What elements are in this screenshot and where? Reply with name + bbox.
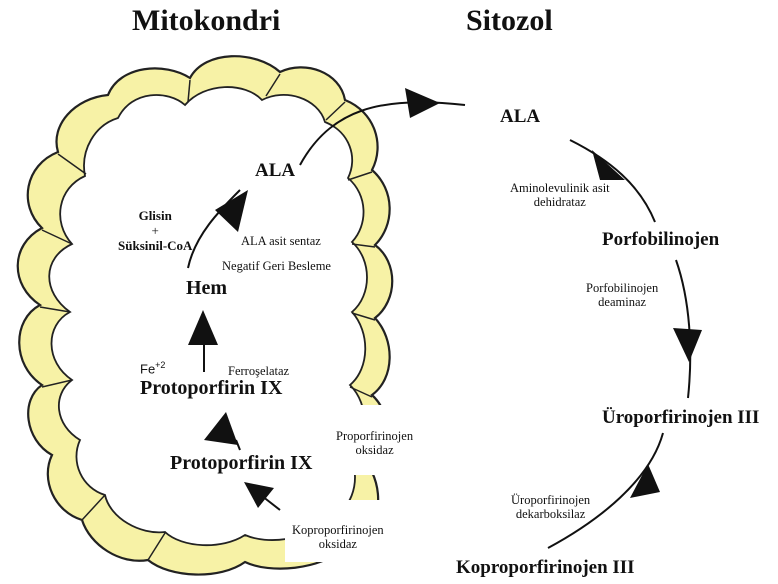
pbg-deaminase-label: Porfobilinojen deaminaz: [586, 281, 658, 310]
mitochondrion-crista: [39, 306, 71, 313]
mitochondrion-crista: [41, 229, 73, 245]
mitochondrion-crista: [349, 386, 373, 398]
ala-dehydratase-line2: dehidrataz: [533, 195, 586, 210]
ala-synthase-label: ALA asit sentaz: [241, 234, 321, 248]
coproporphyrinogen-oxidase-line1: Koproporfirinojen: [292, 523, 384, 537]
glycine-succinyl-label: Glisin + Süksinil-CoA: [118, 208, 193, 254]
proto-arrowhead: [204, 412, 238, 445]
mitochondrion-crista: [187, 79, 191, 103]
mito-ala-label: ALA: [255, 160, 296, 181]
protoporphyrin-ix-lower-label: Protoporfirin IX: [170, 452, 313, 474]
mitochondrion-crista: [147, 532, 166, 561]
ala-to-pbg-arrowhead: [592, 150, 625, 180]
protoporphyrinogen-oxidase-line2: oksidaz: [355, 443, 394, 458]
protoporphyrinogen-oxidase-label: Proporfirinojen oksidaz: [336, 429, 413, 458]
pbg-deaminase-line2: deaminaz: [598, 295, 647, 310]
heme-label: Hem: [186, 277, 228, 299]
porphobilinogen-label: Porfobilinojen: [602, 229, 720, 250]
protoporphyrinogen-oxidase-line1: Proporfirinojen: [336, 429, 414, 443]
uro-decarboxylase-line1: Üroporfirinojen: [511, 493, 591, 507]
pbg-to-uro-arrowhead: [673, 328, 702, 362]
succinyl-coa-label: Süksinil-CoA: [118, 237, 193, 253]
coproporphyrinogen-iii-label: Koproporfirinojen III: [456, 557, 635, 578]
uro-decarboxylase-line2: dekarboksilaz: [515, 507, 586, 522]
ala-export-arrowhead: [405, 88, 440, 118]
mitochondrion-crista: [325, 101, 346, 121]
ala-to-pbg-arrow-line: [569, 139, 656, 223]
pbg-deaminase-line1: Porfobilinojen: [586, 281, 659, 295]
protoporphyrin-ix-upper-label: Protoporfirin IX: [140, 377, 283, 399]
ala-dehydratase-line1: Aminolevulinik asit: [510, 181, 610, 195]
mitochondrion-crista: [41, 379, 73, 388]
mitochondrion-crista: [57, 153, 87, 175]
mitochondrion-crista: [351, 312, 376, 321]
ala-synthesis-arrow-line: [187, 189, 241, 269]
ala-dehydratase-label: Aminolevulinik asit dehidrataz: [510, 181, 610, 210]
negative-feedback-label: Negatif Geri Besleme: [222, 259, 331, 273]
uro-to-copro-arrowhead: [630, 464, 660, 498]
coproporphyrinogen-oxidase-label: Koproporfirinojen oksidaz: [292, 523, 384, 552]
mitochondrion-inner-membrane: [48, 86, 368, 547]
mitochondrion-crista: [81, 494, 106, 521]
pbg-to-uro-arrow-line: [675, 259, 692, 399]
cytosol-ala-label: ALA: [500, 106, 541, 127]
uroporphyrinogen-iii-label: Üroporfirinojen III: [602, 407, 760, 428]
fe-symbol: Fe: [140, 361, 156, 377]
uro-decarboxylase-label: Üroporfirinojen dekarboksilaz: [511, 493, 590, 522]
ala-synthesis-arrowhead: [215, 190, 248, 232]
heme-arrowhead: [188, 310, 218, 345]
cytosol-header: Sitozol: [466, 4, 553, 37]
uro-to-copro-arrow-line: [547, 432, 664, 549]
coproporphyrinogen-oxidase-line2: oksidaz: [318, 537, 357, 552]
mitochondrion-crista: [347, 171, 373, 181]
fe-charge: +2: [155, 360, 166, 370]
fe2-label: Fe+2: [140, 360, 165, 377]
ferrochelatase-label: Ferroşelataz: [228, 364, 290, 378]
glycine-label: Glisin: [138, 208, 172, 223]
mitochondria-header: Mitokondri: [132, 4, 281, 37]
copro-arrowhead: [244, 482, 274, 508]
plus-label: +: [151, 222, 159, 238]
label-backdrop: [285, 500, 405, 562]
mitochondrion-crista: [351, 243, 376, 248]
label-backdrop: [330, 405, 430, 475]
mitochondrion-crista: [265, 73, 281, 97]
